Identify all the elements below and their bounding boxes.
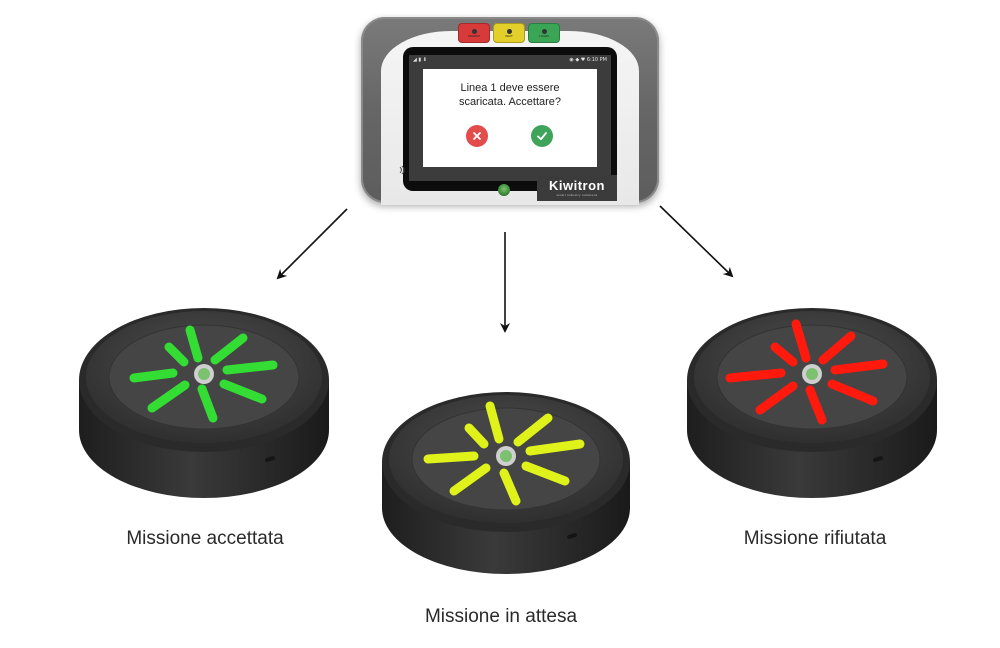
status-right: ◉ ◆ ♥ 6:10 PM xyxy=(569,57,607,63)
touch-screen[interactable]: ◢ ▮ ⬇ ◉ ◆ ♥ 6:10 PM Linea 1 deve essere … xyxy=(409,55,611,181)
brand-plate: Kiwitron smart industry solutions xyxy=(537,175,617,201)
wait-button[interactable]: WAIT xyxy=(493,23,525,43)
dialog-message: Linea 1 deve essere scaricata. Accettare… xyxy=(423,81,597,109)
status-bar: ◢ ▮ ⬇ ◉ ◆ ♥ 6:10 PM xyxy=(409,55,611,65)
arrow-to-refused xyxy=(659,205,734,278)
status-icons: ◉ ◆ ♥ xyxy=(569,57,587,63)
check-icon xyxy=(537,132,547,141)
screen-bezel: ◢ ▮ ⬇ ◉ ◆ ♥ 6:10 PM Linea 1 deve essere … xyxy=(403,47,617,191)
puck-waiting xyxy=(382,392,630,574)
nfc-icon xyxy=(399,165,405,175)
close-icon xyxy=(473,132,481,140)
login-button[interactable]: LOGIN xyxy=(528,23,560,43)
light-rays-accepted xyxy=(129,325,278,423)
dialog-message-line-2: scaricata. Accettare? xyxy=(458,96,562,108)
signal-icon: ◢ ▮ ⬇ xyxy=(413,57,427,63)
dialog-message-line-1: Linea 1 deve essere xyxy=(460,82,560,94)
puck-accepted xyxy=(79,308,329,498)
login-button-indicator xyxy=(541,28,547,34)
wait-button-indicator xyxy=(506,28,512,34)
brand-name: Kiwitron xyxy=(549,178,605,193)
urgent-button-label: URGENT xyxy=(467,33,481,38)
reject-button[interactable] xyxy=(466,125,488,147)
arrow-to-accepted xyxy=(276,208,348,280)
light-rays-waiting xyxy=(423,401,585,506)
kiwitron-terminal: URGENT WAIT LOGIN ◢ ▮ ⬇ ◉ ◆ ♥ 6:10 PM Li… xyxy=(361,17,659,205)
caption-waiting: Missione in attesa xyxy=(424,606,578,627)
kiwitron-logo-icon xyxy=(498,184,510,196)
brand-tagline: smart industry solutions xyxy=(556,193,598,197)
caption-accepted: Missione accettata xyxy=(126,528,284,549)
login-button-label: LOGIN xyxy=(539,33,549,38)
light-rays-refused xyxy=(725,319,888,425)
urgent-button-indicator xyxy=(471,28,477,34)
wait-button-label: WAIT xyxy=(505,33,513,38)
status-time: 6:10 PM xyxy=(586,57,607,63)
puck-refused xyxy=(687,308,937,498)
confirm-dialog: Linea 1 deve essere scaricata. Accettare… xyxy=(423,69,597,167)
urgent-button[interactable]: URGENT xyxy=(458,23,490,43)
caption-refused: Missione rifiutata xyxy=(743,528,887,549)
accept-button[interactable] xyxy=(531,125,553,147)
